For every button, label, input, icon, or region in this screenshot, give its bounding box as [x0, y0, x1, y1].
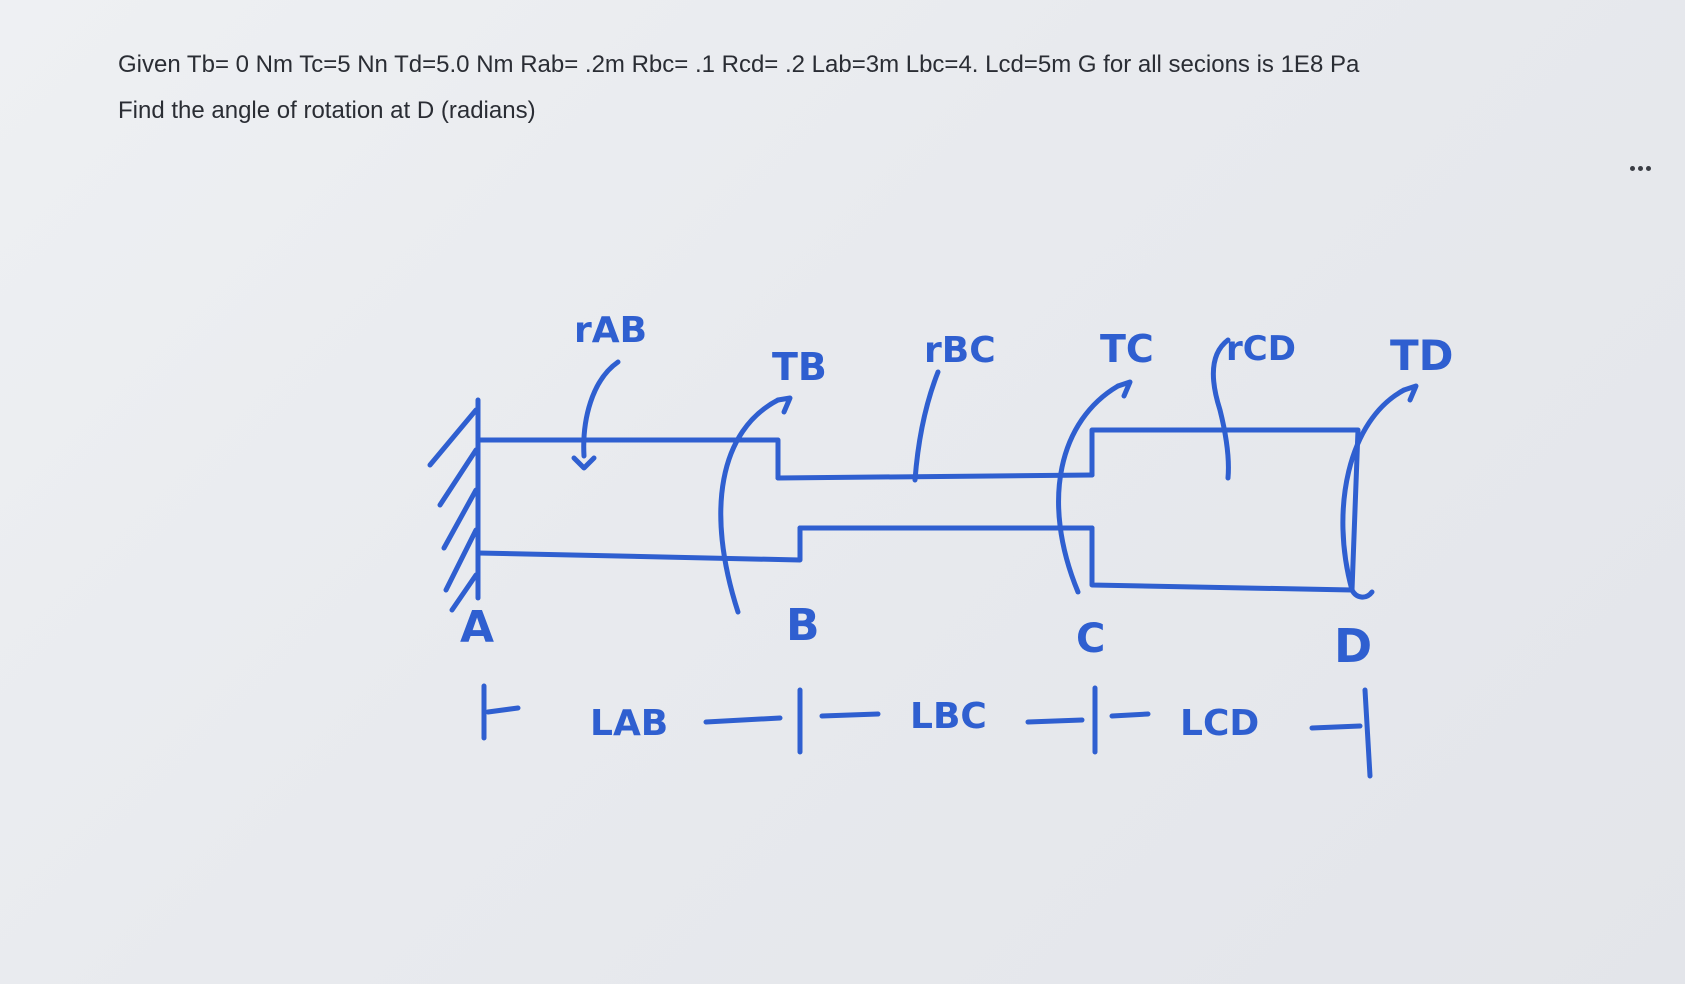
label-r-bc: rBC	[924, 330, 996, 371]
label-point-d: D	[1334, 619, 1372, 673]
torque-arc-c-arrow	[1115, 379, 1133, 399]
wall-hatch	[427, 407, 479, 613]
radius-leader-cd	[1211, 337, 1231, 481]
label-point-b: B	[786, 600, 820, 651]
label-l-cd: LCD	[1180, 703, 1259, 744]
shaft-bc	[775, 472, 1095, 531]
question-find-line: Find the angle of rotation at D (radians…	[118, 97, 536, 124]
label-r-cd: rCD	[1226, 329, 1296, 369]
label-t-c: TC	[1100, 327, 1154, 371]
dimension-ticks	[481, 683, 1373, 779]
torque-arc-d-arrow	[1401, 383, 1419, 403]
torque-arc-b	[718, 397, 781, 615]
dimension-dashes	[485, 705, 1363, 731]
question-text: Given Tb= 0 Nm Tc=5 Nn Td=5.0 Nm Rab= .2…	[118, 42, 1538, 134]
label-t-b: TB	[772, 345, 827, 389]
radius-leader-ab-tip	[571, 455, 597, 471]
label-point-c: C	[1076, 616, 1105, 662]
more-horizontal-icon	[1629, 165, 1635, 171]
torque-arc-c	[1056, 383, 1121, 595]
radius-leader-bc	[912, 369, 941, 483]
shaft-ab	[475, 437, 803, 563]
question-given-line: Given Tb= 0 Nm Tc=5 Nn Td=5.0 Nm Rab= .2…	[118, 51, 1360, 78]
label-l-bc: LBC	[910, 696, 987, 737]
label-l-ab: LAB	[590, 703, 668, 744]
torque-arc-d	[1340, 387, 1407, 600]
label-point-a: A	[460, 602, 494, 653]
label-r-ab: rAB	[574, 310, 647, 351]
torque-arc-b-arrow	[775, 395, 793, 415]
label-t-d: TD	[1390, 331, 1454, 380]
more-options-button[interactable]	[1618, 156, 1662, 180]
shaft-cd	[1089, 427, 1361, 593]
radius-leader-ab	[581, 359, 621, 459]
